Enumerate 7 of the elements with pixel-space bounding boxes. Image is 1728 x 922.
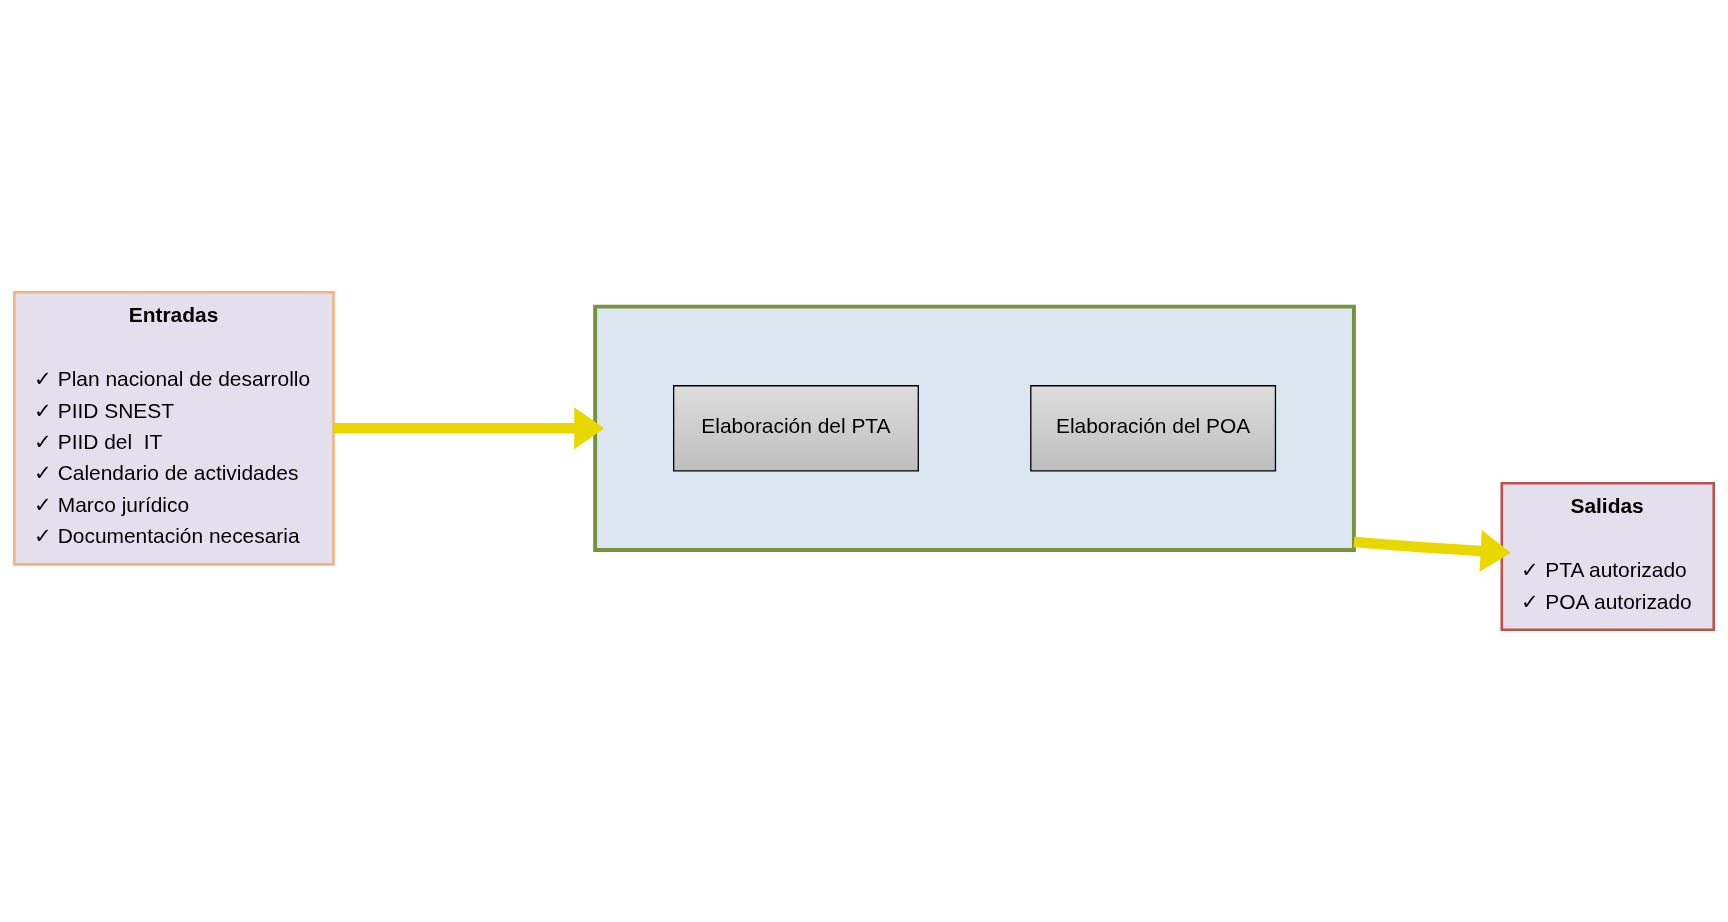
- node-box: Entradas ✓ Plan nacional de desarrollo ✓ PIID SNEST ✓ PIID del IT ✓ Calendario de actividades ✓ Marco jurídico ✓ Documentación necesaria: [12, 290, 335, 566]
- cluster: [593, 304, 1356, 552]
- node-box: Salidas ✓ PTA autorizado ✓ POA autorizado: [1500, 481, 1716, 632]
- arrow: [1353, 529, 1511, 572]
- node-box: Elaboración del PTA: [673, 385, 919, 472]
- arrow: [333, 407, 605, 450]
- node-box: Elaboración del POA: [1030, 385, 1277, 472]
